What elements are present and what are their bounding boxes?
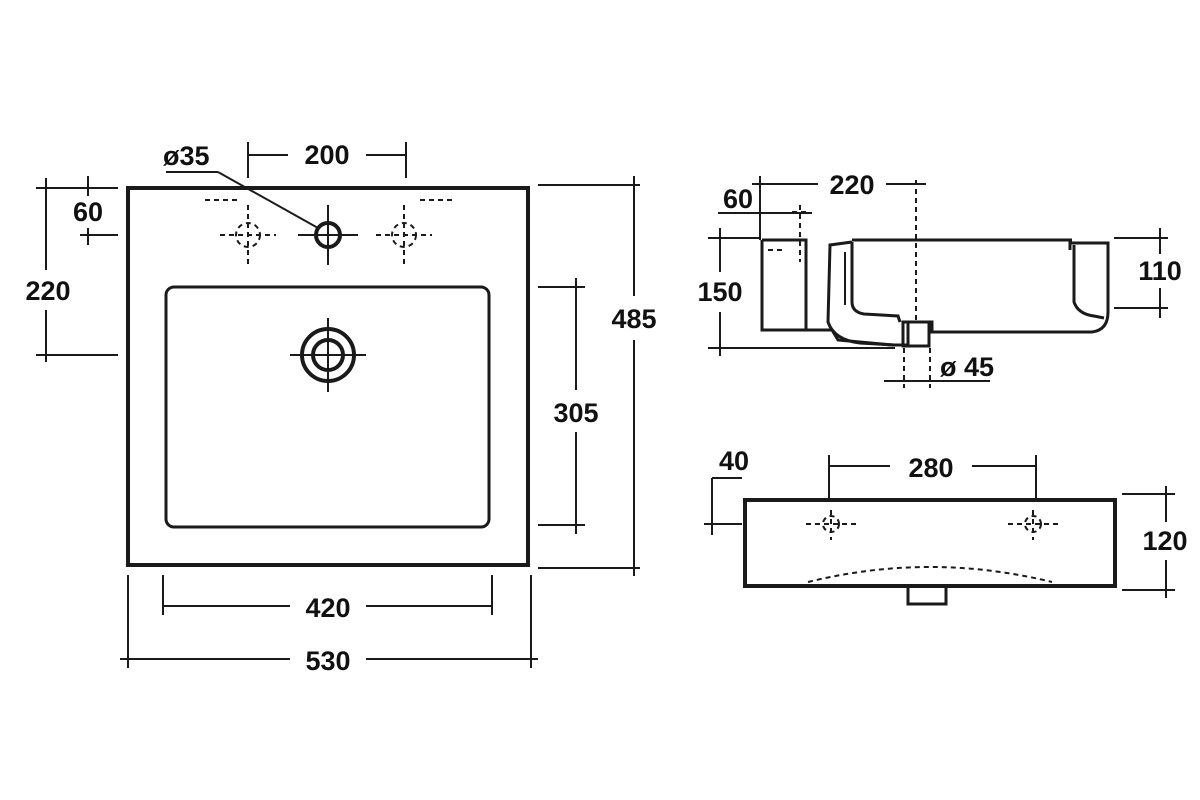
dim-tap-spacing: 200: [304, 140, 349, 170]
dim-section-tap-offset: 60: [723, 184, 753, 214]
side-section: 220 60 150 110 ø 45: [697, 170, 1182, 388]
dim-waste-from-back: 220: [25, 276, 70, 306]
dim-bowl-width: 420: [305, 593, 350, 623]
waste-outlet-icon: [290, 318, 366, 392]
dim-waste-offset: 220: [829, 170, 874, 200]
dim-overall-depth: 485: [611, 304, 656, 334]
dim-tap-offset-back: 60: [73, 197, 103, 227]
optional-tap-hole-left-icon: [220, 205, 276, 265]
front-tap-hole-right-icon: [1008, 510, 1058, 540]
section-outer-profile: [760, 238, 1110, 347]
dim-bowl-height: 110: [1138, 256, 1182, 286]
bowl-hidden-line: [807, 566, 1053, 583]
optional-tap-hole-right-icon: [376, 205, 432, 265]
dim-bowl-depth: 305: [553, 398, 598, 428]
section-inner-profile: [826, 240, 1105, 347]
dim-edge-offset: 40: [719, 446, 749, 476]
waste-spigot: [901, 320, 931, 348]
front-waste-spigot: [906, 584, 948, 606]
dim-front-height: 120: [1142, 526, 1187, 556]
plan-view: ø35 200 60 220 485 305 420: [25, 140, 656, 676]
tap-hole-icon: [298, 205, 358, 265]
dim-overall-height: 150: [697, 277, 742, 307]
basin-outline: [126, 186, 530, 567]
dim-tap-hole-dia: ø35: [163, 141, 210, 171]
bowl-outline: [164, 285, 491, 529]
dim-hole-spacing: 280: [908, 453, 953, 483]
front-outline: [743, 498, 1117, 588]
front-view: 40 280 120: [704, 446, 1188, 606]
front-tap-hole-left-icon: [806, 510, 856, 540]
dim-waste-dia: ø 45: [940, 352, 994, 382]
dim-overall-width: 530: [305, 646, 350, 676]
